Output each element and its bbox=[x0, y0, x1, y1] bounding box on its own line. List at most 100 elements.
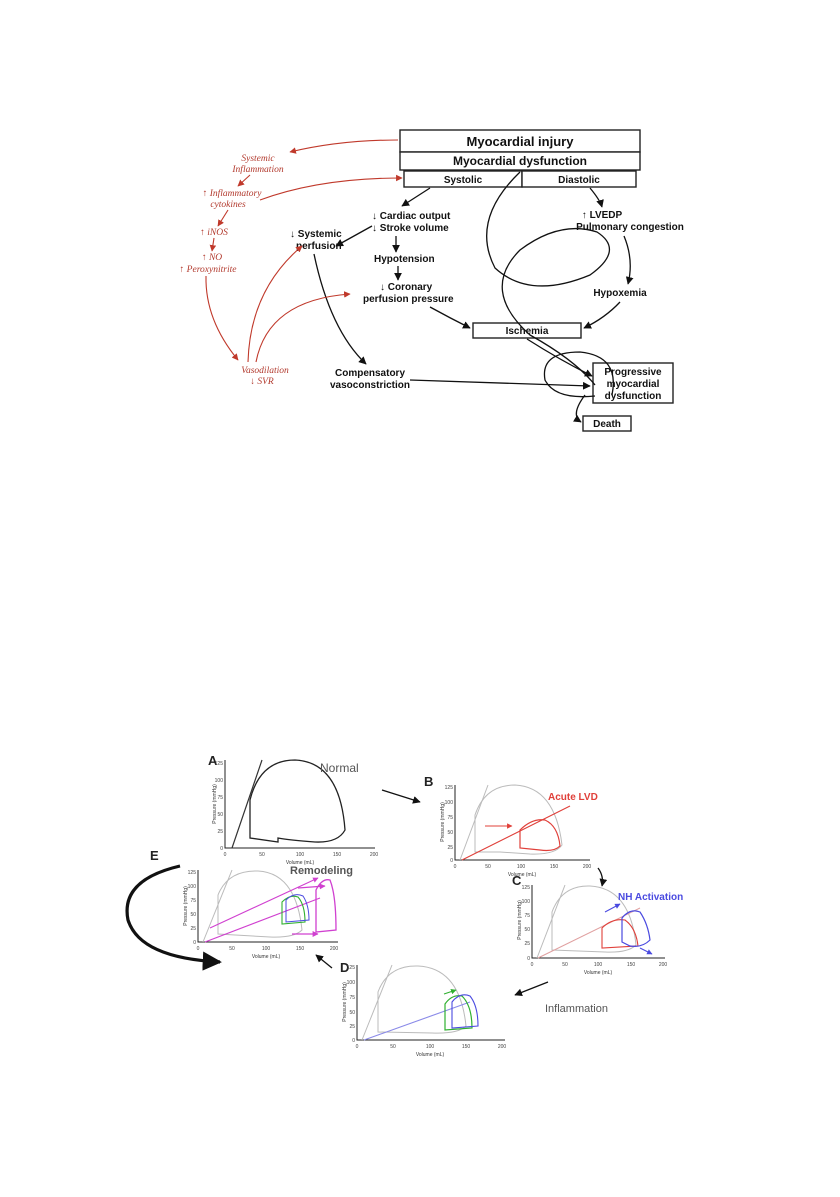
stroke-volume-label: ↓ Stroke volume bbox=[372, 223, 449, 234]
pulmonary-congestion-label: Pulmonary congestion bbox=[576, 222, 684, 233]
ischemia-label: Ischemia bbox=[506, 326, 549, 337]
panel-c-normal-loop bbox=[551, 885, 637, 953]
panel-d-xtick: 0 bbox=[356, 1044, 359, 1050]
inflammatory-cytokines-label-2: cytokines bbox=[210, 200, 246, 210]
arrow-progressive-to-death bbox=[572, 394, 586, 423]
panel-d-inflammation-loop bbox=[444, 995, 473, 1031]
panel-d-shift-arrow bbox=[443, 988, 457, 995]
arrow-vasodilation-to-coronary bbox=[255, 291, 351, 363]
arrow-vasodilation-to-perfusion bbox=[247, 245, 303, 363]
panel-d-xtick: 50 bbox=[390, 1044, 396, 1050]
arrow-perfusion-to-vasoconstriction bbox=[313, 253, 367, 365]
panel-c-xtick: 200 bbox=[659, 962, 668, 968]
arrow-hypoxemia-to-ischemia bbox=[583, 301, 621, 329]
panel-d: D 125 100 75 50 25 0 0 50 100 150 200 Vo… bbox=[340, 960, 608, 1058]
myocardial-injury-label: Myocardial injury bbox=[467, 134, 575, 149]
panel-e-espvr-upper bbox=[209, 877, 319, 929]
panel-e-xtick: 100 bbox=[262, 946, 271, 952]
arrow-systolic-to-output bbox=[401, 187, 431, 207]
systemic-perfusion-label-2: perfusion bbox=[296, 241, 342, 252]
panel-c-ytick: 75 bbox=[524, 913, 530, 919]
progressive-label-2: myocardial bbox=[607, 379, 660, 390]
panel-e-inflammation-loop bbox=[281, 895, 306, 925]
panel-c-nh-loop bbox=[621, 910, 651, 947]
panel-a-ytick: 75 bbox=[217, 795, 223, 801]
panel-b-xtick: 50 bbox=[485, 864, 491, 870]
panel-c-xlabel: Volume (mL) bbox=[584, 970, 613, 976]
panel-e-xtick: 150 bbox=[296, 946, 305, 952]
panel-a-espvr-line bbox=[231, 759, 263, 849]
vicious-cycle-loop bbox=[486, 171, 611, 386]
panel-a-ytick: 50 bbox=[217, 812, 223, 818]
ischemia-box bbox=[472, 322, 582, 339]
panel-a-xticks: 0 50 100 150 200 bbox=[224, 852, 379, 858]
arrow-injury-to-inflammation bbox=[289, 139, 399, 154]
panel-a-xtick: 100 bbox=[296, 852, 305, 858]
systemic-inflammation-label-1: Systemic bbox=[241, 154, 275, 164]
panel-e-title: Remodeling bbox=[290, 865, 353, 877]
panel-d-yticks: 125 100 75 50 25 0 bbox=[347, 965, 356, 1044]
panel-b-xlabel: Volume (mL) bbox=[508, 872, 537, 878]
panel-c-shift-arrow-up bbox=[604, 903, 621, 913]
panel-c-acute-loop bbox=[601, 919, 639, 949]
panel-b-xtick: 200 bbox=[583, 864, 592, 870]
progressive-label-3: dysfunction bbox=[605, 391, 662, 402]
panel-c-yticks: 125 100 75 50 25 0 bbox=[522, 885, 531, 962]
svr-label: ↓ SVR bbox=[250, 377, 274, 387]
panel-c: C 125 100 75 50 25 0 0 50 100 150 200 Vo… bbox=[512, 873, 683, 976]
panel-a-ylabel: Pressure (mmHg) bbox=[212, 784, 218, 824]
panel-c-shift-arrow-right bbox=[639, 947, 653, 955]
arrow-ischemia-to-progressive bbox=[526, 338, 593, 377]
panel-e-ytick: 75 bbox=[190, 898, 196, 904]
panel-e-espvr-lower bbox=[204, 897, 321, 943]
panel-e-ytick: 25 bbox=[190, 926, 196, 932]
arrow-diastolic-to-lvedp bbox=[589, 187, 604, 208]
panel-b-xtick: 150 bbox=[550, 864, 559, 870]
panel-a-ytick: 25 bbox=[217, 829, 223, 835]
panel-d-ytick: 0 bbox=[352, 1038, 355, 1044]
panel-e-shift-arrow-upper bbox=[297, 883, 326, 890]
arrow-cytokines-to-inos bbox=[217, 209, 229, 227]
panel-e-axes bbox=[197, 870, 338, 943]
panel-c-ytick: 100 bbox=[522, 899, 531, 905]
panel-b-axes bbox=[454, 785, 590, 861]
panel-e: E 125 100 75 50 25 0 0 50 100 150 200 Vo… bbox=[150, 848, 353, 960]
panel-a-ytick: 100 bbox=[215, 778, 224, 784]
panel-c-xtick: 150 bbox=[627, 962, 636, 968]
panel-e-xlabel: Volume (mL) bbox=[252, 954, 281, 960]
panel-c-title: NH Activation bbox=[618, 892, 683, 903]
panel-d-xticks: 0 50 100 150 200 bbox=[356, 1044, 507, 1050]
pv-loop-figure: A 125 100 75 50 25 0 0 50 100 150 200 Vo… bbox=[125, 753, 683, 1058]
panel-e-yticks: 125 100 75 50 25 0 bbox=[188, 870, 197, 946]
arrow-congestion-to-hypoxemia bbox=[623, 235, 634, 285]
panel-d-nh-loop bbox=[451, 994, 479, 1029]
peroxynitrite-label: ↑ Peroxynitrite bbox=[180, 265, 237, 275]
panel-a-pv-loop bbox=[249, 759, 346, 843]
panel-b: B 125 100 75 50 25 0 0 50 100 150 200 Vo… bbox=[424, 774, 598, 878]
panel-b-yticks: 125 100 75 50 25 0 bbox=[445, 785, 454, 864]
panel-e-remodeling-loop bbox=[315, 879, 337, 933]
panel-e-xtick: 50 bbox=[229, 946, 235, 952]
systemic-perfusion-label-1: ↓ Systemic bbox=[290, 229, 342, 240]
panel-b-normal-loop bbox=[474, 784, 563, 855]
arrow-cytokines-to-systolic bbox=[259, 174, 403, 201]
arrow-output-to-perfusion bbox=[335, 225, 373, 247]
loop-progressive bbox=[543, 351, 614, 398]
panel-d-xtick: 200 bbox=[498, 1044, 507, 1050]
panel-c-letter: C bbox=[512, 873, 522, 888]
panel-b-ytick: 50 bbox=[447, 830, 453, 836]
coronary-label-1: ↓ Coronary bbox=[380, 282, 433, 293]
panel-e-ytick: 125 bbox=[188, 870, 197, 876]
panel-a-xlabel: Volume (mL) bbox=[286, 860, 315, 866]
panel-b-ytick: 0 bbox=[450, 858, 453, 864]
panel-b-acute-loop bbox=[519, 819, 561, 852]
diastolic-box bbox=[521, 170, 637, 188]
panel-a-xtick: 50 bbox=[259, 852, 265, 858]
panel-d-ytick: 25 bbox=[349, 1024, 355, 1030]
arrow-inos-to-no bbox=[209, 237, 217, 252]
death-label: Death bbox=[593, 419, 621, 430]
panel-b-title: Acute LVD bbox=[548, 792, 598, 803]
panel-b-ytick: 100 bbox=[445, 800, 454, 806]
panel-d-ytick: 50 bbox=[349, 1010, 355, 1016]
